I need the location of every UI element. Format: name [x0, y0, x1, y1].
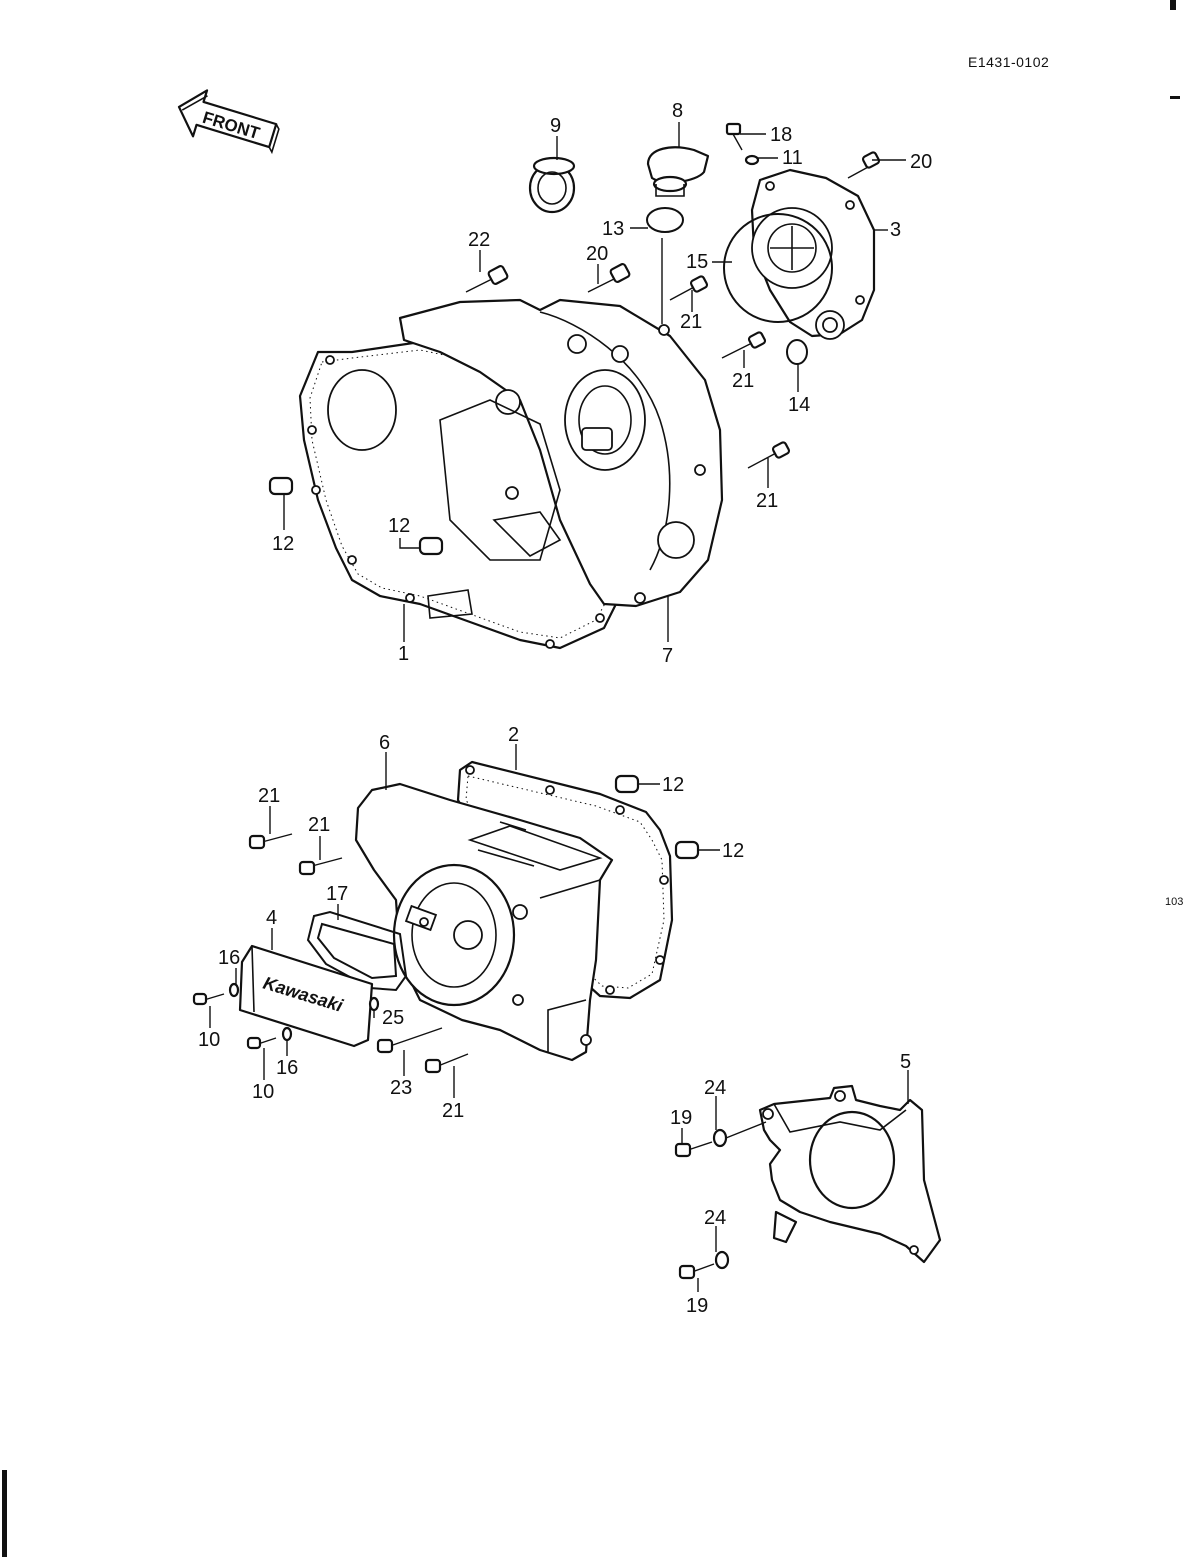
part-12-dowel-center [418, 536, 444, 556]
callout-3: 3 [890, 219, 901, 241]
part-7-clutch-cover [398, 298, 724, 608]
bolt-21-upper-c [747, 441, 791, 469]
callout-24-a: 24 [704, 1077, 726, 1099]
callout-22: 22 [468, 229, 490, 251]
bolt-21-upper-a [669, 275, 709, 301]
callout-12-left: 12 [272, 533, 294, 555]
callout-16-b: 16 [276, 1057, 298, 1079]
callout-17: 17 [326, 883, 348, 905]
part-9-plug [528, 156, 576, 214]
callout-12-lower-a: 12 [662, 774, 684, 796]
part-12-dowel-lower-a [614, 774, 640, 794]
bolt-21-lower-a [248, 833, 293, 850]
callout-5: 5 [900, 1051, 911, 1073]
drawing-code: E1431-0102 [968, 54, 1049, 70]
callout-21-upper-c: 21 [756, 490, 778, 512]
callout-7: 7 [662, 645, 673, 667]
callout-8: 8 [672, 100, 683, 122]
callout-21-lower-c: 21 [442, 1100, 464, 1122]
bolt-20-center [587, 263, 631, 293]
callout-4: 4 [266, 907, 277, 929]
callout-19-a: 19 [670, 1107, 692, 1129]
part-12-dowel-left [268, 476, 294, 496]
callout-2: 2 [508, 724, 519, 746]
callout-9: 9 [550, 115, 561, 137]
part-15-o-ring [723, 213, 833, 323]
callout-19-b: 19 [686, 1295, 708, 1317]
part-5-sprocket-cover [758, 1084, 942, 1264]
part-3-side-cover [750, 168, 876, 340]
part-25-washer [368, 996, 380, 1012]
part-8-filler-cap [646, 146, 710, 197]
part-17-window-gasket [306, 910, 408, 992]
callout-25: 25 [382, 1007, 404, 1029]
bolt-19-b [678, 1263, 715, 1280]
front-arrow: FRONT [177, 89, 280, 155]
callout-12-center: 12 [388, 515, 410, 537]
part-4-badge-cover: Kawasaki [238, 944, 374, 1048]
callout-12-lower-b: 12 [722, 840, 744, 862]
margin-mark-left [2, 1470, 7, 1557]
callout-21-upper-b: 21 [732, 370, 754, 392]
bolt-21-lower-c [424, 1053, 469, 1074]
margin-mark-top [1170, 0, 1176, 10]
callout-16-a: 16 [218, 947, 240, 969]
part-16-washer-b [281, 1026, 293, 1042]
callout-10-b: 10 [252, 1081, 274, 1103]
bolt-21-upper-b [721, 331, 767, 359]
callout-10-a: 10 [198, 1029, 220, 1051]
callout-21-lower-a: 21 [258, 785, 280, 807]
part-12-dowel-lower-b [674, 840, 700, 860]
callout-14: 14 [788, 394, 810, 416]
callout-11: 11 [782, 147, 803, 169]
part-6-engine-cover [354, 782, 614, 1062]
part-24-washer-a [712, 1128, 728, 1148]
callout-20-right: 20 [910, 151, 932, 173]
callout-15: 15 [686, 251, 708, 273]
margin-mark-mid [1170, 96, 1180, 99]
part-13-cap-o-ring [646, 207, 684, 233]
bolt-23 [376, 1027, 443, 1054]
part-11-washer [744, 154, 760, 166]
callout-18: 18 [770, 124, 792, 146]
bolt-21-lower-b [298, 857, 343, 876]
bolt-10-b [246, 1036, 277, 1050]
callout-23: 23 [390, 1077, 412, 1099]
edge-fragment: 103 [1165, 896, 1183, 908]
callout-6: 6 [379, 732, 390, 754]
part-24-washer-b [714, 1250, 730, 1270]
callout-20-center: 20 [586, 243, 608, 265]
callout-21-upper-a: 21 [680, 311, 702, 333]
part-14-small-ring [786, 339, 808, 365]
bolt-19-a [674, 1141, 713, 1158]
bolt-22 [465, 265, 509, 293]
part-18-small-bolt [725, 122, 743, 151]
callout-13: 13 [602, 218, 624, 240]
callout-21-lower-b: 21 [308, 814, 330, 836]
bolt-20-right [847, 151, 881, 179]
callout-1: 1 [398, 643, 409, 665]
part-16-washer-a [228, 982, 240, 998]
bolt-10-a [192, 992, 225, 1006]
callout-24-b: 24 [704, 1207, 726, 1229]
